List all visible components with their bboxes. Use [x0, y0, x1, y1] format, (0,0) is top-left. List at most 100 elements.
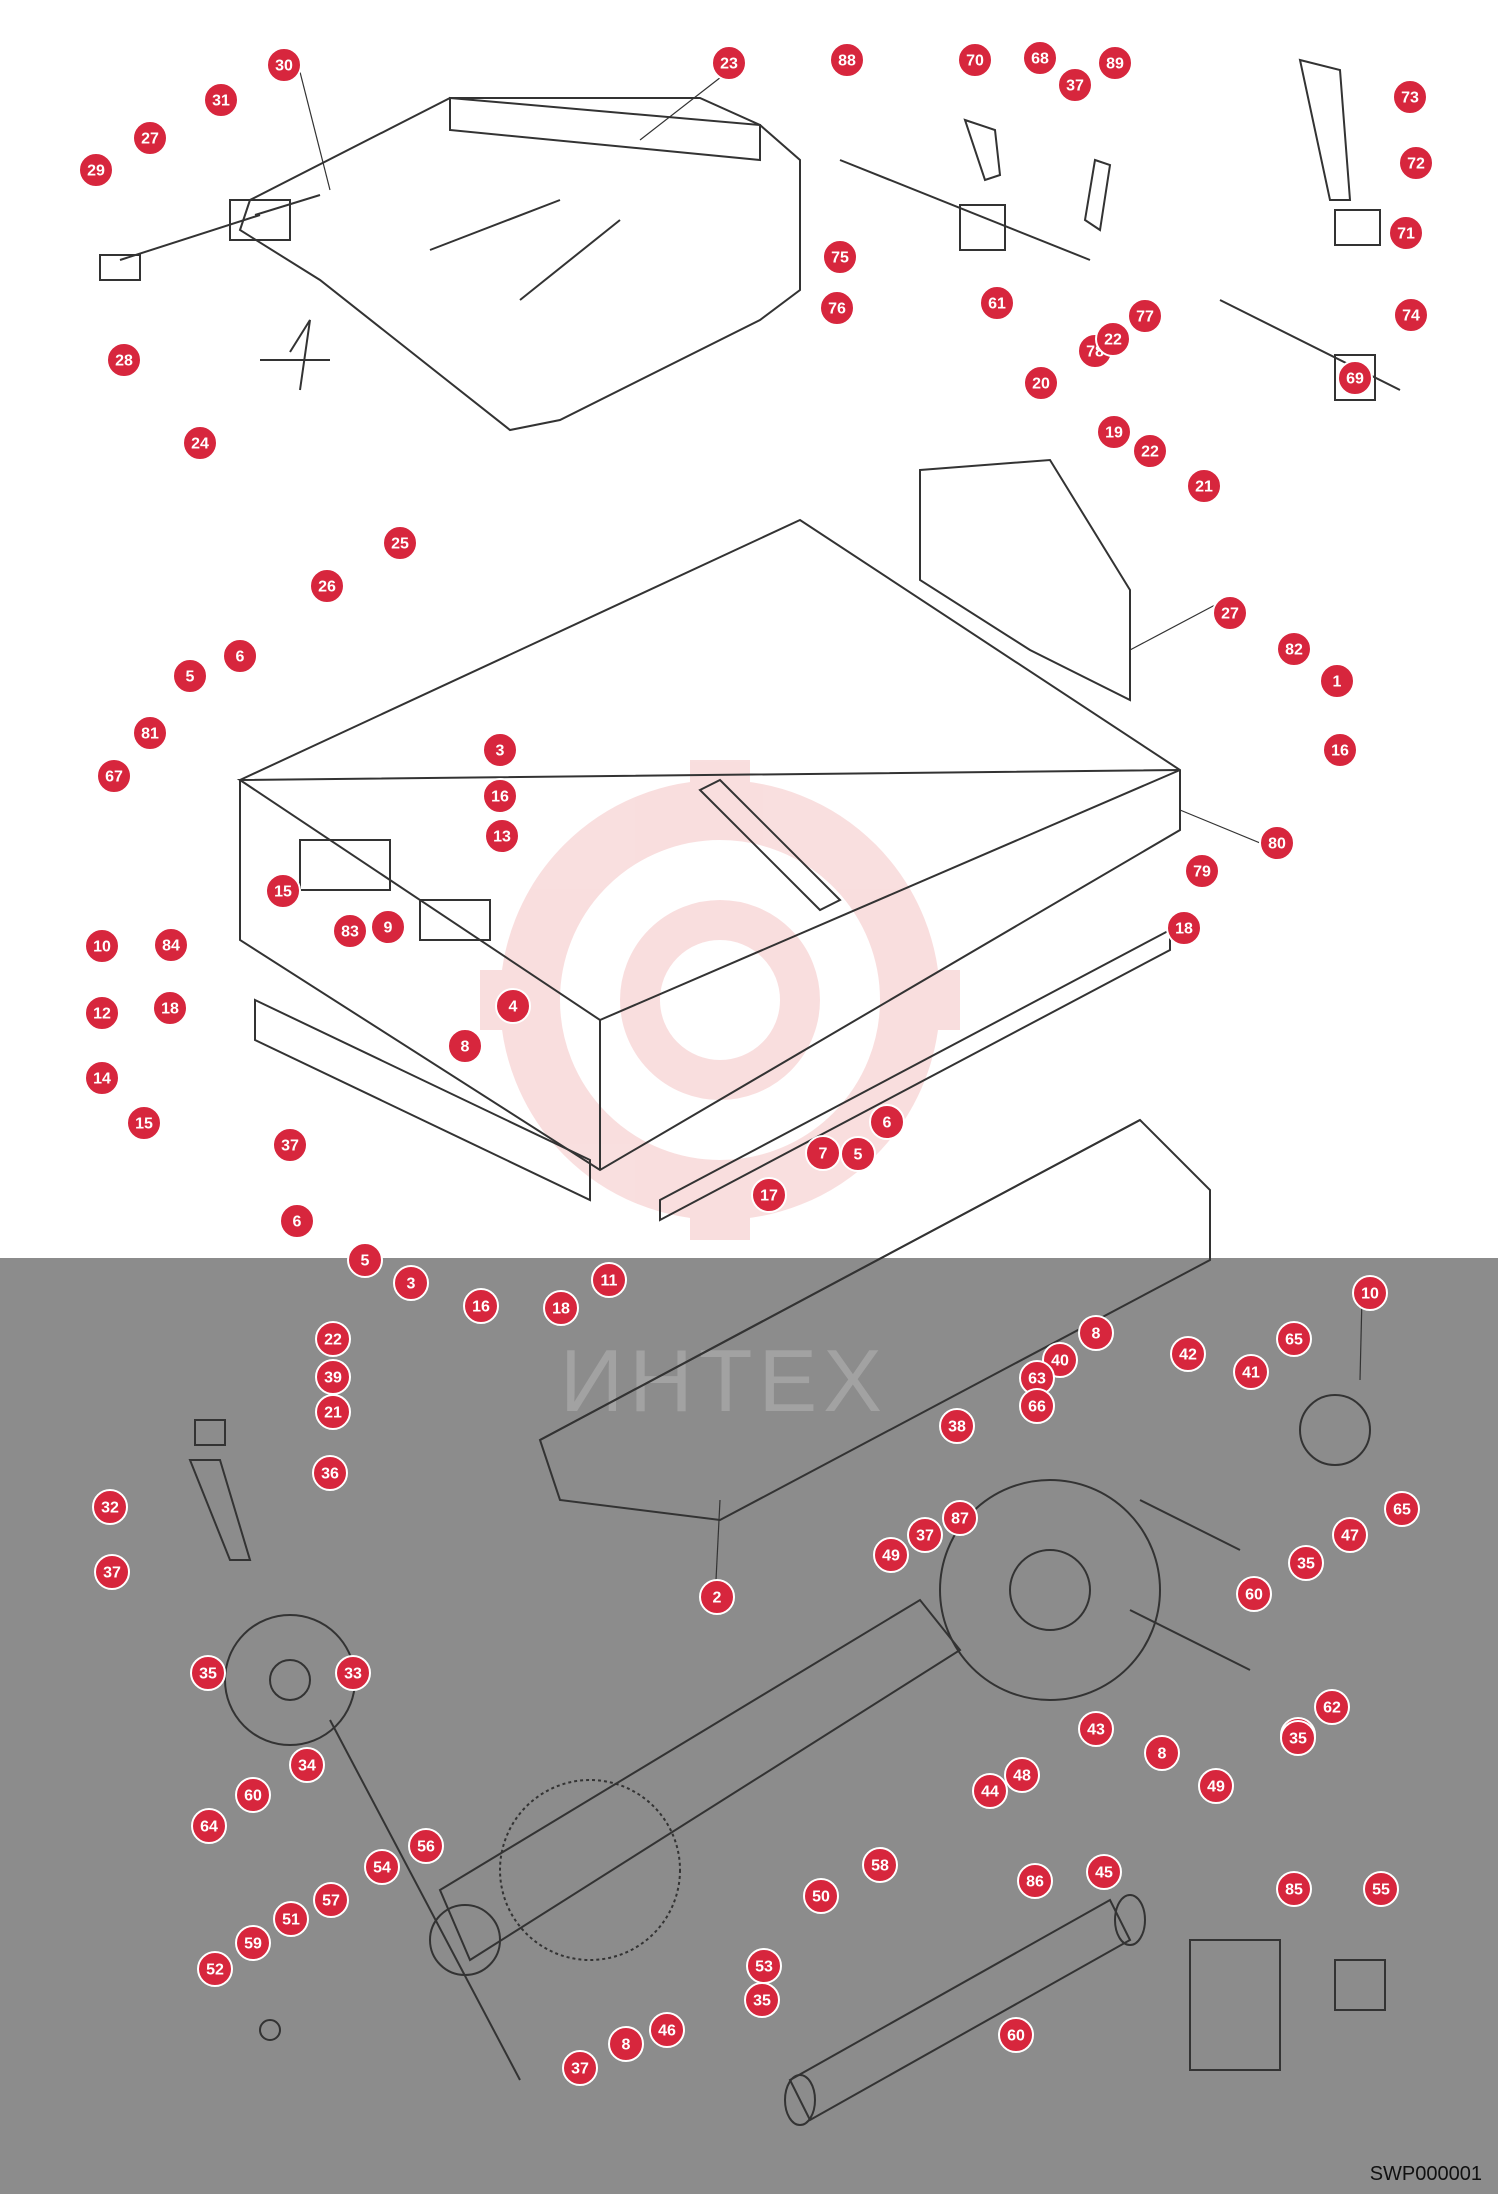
- callout-41[interactable]: 41: [1233, 1354, 1269, 1390]
- callout-18[interactable]: 18: [1166, 910, 1202, 946]
- callout-30[interactable]: 30: [266, 47, 302, 83]
- callout-68[interactable]: 68: [1022, 40, 1058, 76]
- callout-55[interactable]: 55: [1363, 1871, 1399, 1907]
- callout-20[interactable]: 20: [1023, 365, 1059, 401]
- callout-36[interactable]: 36: [312, 1455, 348, 1491]
- callout-45[interactable]: 45: [1086, 1854, 1122, 1890]
- callout-38[interactable]: 38: [939, 1408, 975, 1444]
- callout-23[interactable]: 23: [711, 45, 747, 81]
- callout-50[interactable]: 50: [803, 1878, 839, 1914]
- callout-27[interactable]: 27: [132, 120, 168, 156]
- callout-16[interactable]: 16: [1322, 732, 1358, 768]
- callout-25[interactable]: 25: [382, 525, 418, 561]
- callout-77[interactable]: 77: [1127, 298, 1163, 334]
- callout-62[interactable]: 62: [1314, 1689, 1350, 1725]
- callout-57[interactable]: 57: [313, 1882, 349, 1918]
- callout-27[interactable]: 27: [1212, 595, 1248, 631]
- callout-15[interactable]: 15: [265, 873, 301, 909]
- callout-73[interactable]: 73: [1392, 79, 1428, 115]
- callout-16[interactable]: 16: [482, 778, 518, 814]
- callout-1[interactable]: 1: [1319, 663, 1355, 699]
- callout-5[interactable]: 5: [840, 1136, 876, 1172]
- callout-8[interactable]: 8: [1078, 1315, 1114, 1351]
- callout-22[interactable]: 22: [1132, 433, 1168, 469]
- callout-19[interactable]: 19: [1096, 414, 1132, 450]
- callout-81[interactable]: 81: [132, 715, 168, 751]
- callout-37[interactable]: 37: [907, 1517, 943, 1553]
- callout-52[interactable]: 52: [197, 1951, 233, 1987]
- callout-6[interactable]: 6: [222, 638, 258, 674]
- callout-66[interactable]: 66: [1019, 1388, 1055, 1424]
- callout-87[interactable]: 87: [942, 1500, 978, 1536]
- callout-48[interactable]: 48: [1004, 1757, 1040, 1793]
- callout-53[interactable]: 53: [746, 1948, 782, 1984]
- callout-21[interactable]: 21: [315, 1394, 351, 1430]
- callout-35[interactable]: 35: [1280, 1720, 1316, 1756]
- callout-33[interactable]: 33: [335, 1655, 371, 1691]
- callout-60[interactable]: 60: [1236, 1576, 1272, 1612]
- callout-82[interactable]: 82: [1276, 631, 1312, 667]
- callout-86[interactable]: 86: [1017, 1863, 1053, 1899]
- callout-80[interactable]: 80: [1259, 825, 1295, 861]
- callout-83[interactable]: 83: [332, 913, 368, 949]
- callout-11[interactable]: 11: [591, 1262, 627, 1298]
- callout-69[interactable]: 69: [1337, 360, 1373, 396]
- callout-88[interactable]: 88: [829, 42, 865, 78]
- callout-26[interactable]: 26: [309, 568, 345, 604]
- callout-4[interactable]: 4: [495, 988, 531, 1024]
- callout-3[interactable]: 3: [482, 732, 518, 768]
- callout-8[interactable]: 8: [1144, 1735, 1180, 1771]
- callout-42[interactable]: 42: [1170, 1336, 1206, 1372]
- callout-72[interactable]: 72: [1398, 145, 1434, 181]
- callout-7[interactable]: 7: [805, 1135, 841, 1171]
- callout-31[interactable]: 31: [203, 82, 239, 118]
- callout-59[interactable]: 59: [235, 1925, 271, 1961]
- callout-32[interactable]: 32: [92, 1489, 128, 1525]
- callout-12[interactable]: 12: [84, 995, 120, 1031]
- callout-21[interactable]: 21: [1186, 468, 1222, 504]
- callout-16[interactable]: 16: [463, 1288, 499, 1324]
- callout-37[interactable]: 37: [1057, 67, 1093, 103]
- callout-70[interactable]: 70: [957, 42, 993, 78]
- callout-56[interactable]: 56: [408, 1828, 444, 1864]
- callout-65[interactable]: 65: [1384, 1491, 1420, 1527]
- callout-75[interactable]: 75: [822, 239, 858, 275]
- callout-49[interactable]: 49: [873, 1537, 909, 1573]
- callout-22[interactable]: 22: [1095, 321, 1131, 357]
- callout-15[interactable]: 15: [126, 1105, 162, 1141]
- callout-37[interactable]: 37: [94, 1554, 130, 1590]
- callout-46[interactable]: 46: [649, 2012, 685, 2048]
- callout-51[interactable]: 51: [273, 1901, 309, 1937]
- callout-10[interactable]: 10: [1352, 1275, 1388, 1311]
- callout-89[interactable]: 89: [1097, 45, 1133, 81]
- callout-10[interactable]: 10: [84, 928, 120, 964]
- callout-18[interactable]: 18: [543, 1290, 579, 1326]
- callout-14[interactable]: 14: [84, 1060, 120, 1096]
- callout-22[interactable]: 22: [315, 1321, 351, 1357]
- callout-5[interactable]: 5: [347, 1242, 383, 1278]
- callout-74[interactable]: 74: [1393, 297, 1429, 333]
- callout-44[interactable]: 44: [972, 1773, 1008, 1809]
- callout-8[interactable]: 8: [608, 2026, 644, 2062]
- callout-84[interactable]: 84: [153, 927, 189, 963]
- callout-24[interactable]: 24: [182, 425, 218, 461]
- callout-47[interactable]: 47: [1332, 1517, 1368, 1553]
- callout-6[interactable]: 6: [279, 1203, 315, 1239]
- callout-5[interactable]: 5: [172, 658, 208, 694]
- callout-49[interactable]: 49: [1198, 1768, 1234, 1804]
- callout-76[interactable]: 76: [819, 290, 855, 326]
- callout-79[interactable]: 79: [1184, 853, 1220, 889]
- callout-6[interactable]: 6: [869, 1104, 905, 1140]
- callout-67[interactable]: 67: [96, 758, 132, 794]
- callout-58[interactable]: 58: [862, 1847, 898, 1883]
- callout-2[interactable]: 2: [699, 1579, 735, 1615]
- callout-60[interactable]: 60: [998, 2017, 1034, 2053]
- callout-71[interactable]: 71: [1388, 215, 1424, 251]
- callout-34[interactable]: 34: [289, 1747, 325, 1783]
- callout-29[interactable]: 29: [78, 152, 114, 188]
- callout-64[interactable]: 64: [191, 1808, 227, 1844]
- callout-37[interactable]: 37: [272, 1127, 308, 1163]
- callout-60[interactable]: 60: [235, 1777, 271, 1813]
- callout-85[interactable]: 85: [1276, 1871, 1312, 1907]
- callout-35[interactable]: 35: [1288, 1545, 1324, 1581]
